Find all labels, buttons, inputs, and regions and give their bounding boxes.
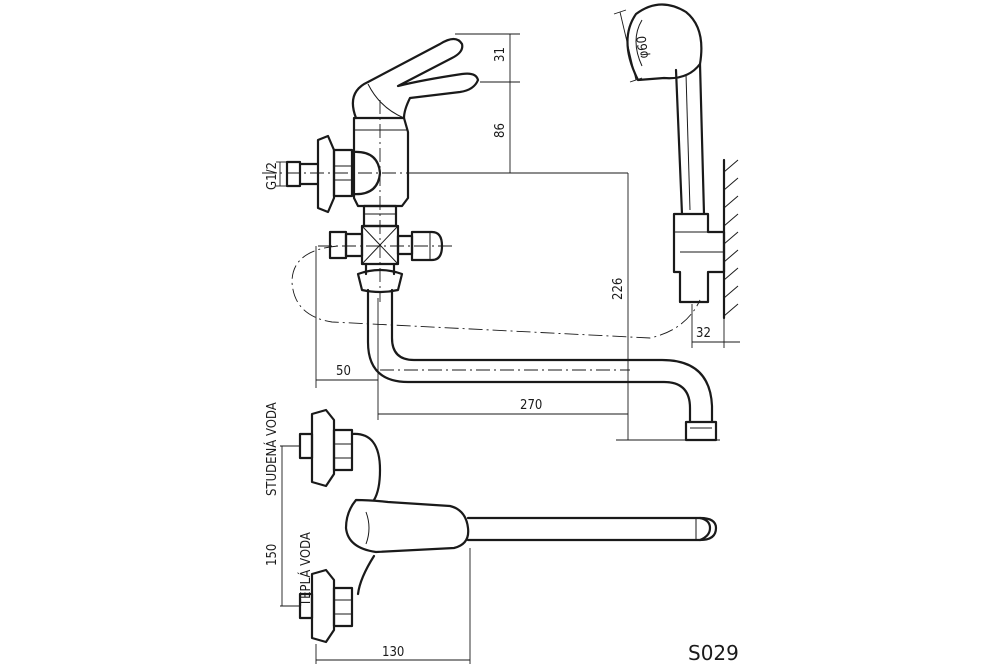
spout-pipe bbox=[366, 288, 692, 424]
dim-wall-offset: 32 bbox=[696, 326, 711, 341]
plan-body bbox=[350, 432, 382, 596]
plan-view: 150 130 STUDENÁ VODA TEPLÁ VODA bbox=[264, 402, 718, 664]
aerator bbox=[684, 420, 718, 442]
cold-inlet-flange bbox=[310, 408, 336, 488]
side-view: G1/2 31 86 226 50 270 bbox=[262, 33, 720, 442]
label-hot-water: TEPLÁ VODA bbox=[298, 532, 314, 607]
inlet-thread bbox=[285, 160, 302, 188]
mixer-lever bbox=[351, 37, 480, 120]
plan-lever bbox=[344, 498, 470, 554]
dim-thread: G1/2 bbox=[265, 162, 280, 190]
dim-lever-height: 31 bbox=[493, 47, 508, 62]
hot-inlet-flange bbox=[310, 568, 336, 644]
dim-inlet-spacing: 150 bbox=[265, 544, 280, 566]
dim-diverter-offset: 50 bbox=[336, 364, 351, 379]
plan-spout bbox=[466, 516, 718, 542]
mixer-body bbox=[352, 116, 410, 208]
dim-body-height: 86 bbox=[493, 123, 508, 138]
shower-head-view: φ60 32 bbox=[613, 3, 740, 348]
wall-hatching bbox=[723, 159, 739, 317]
model-code: S029 bbox=[688, 641, 739, 665]
wall-flange bbox=[316, 134, 336, 214]
dim-shower-diameter: φ60 bbox=[635, 35, 652, 59]
label-cold-water: STUDENÁ VODA bbox=[264, 402, 280, 496]
dim-plan-width: 130 bbox=[382, 645, 404, 660]
wall-holder bbox=[672, 212, 726, 304]
shower-handle bbox=[674, 62, 706, 216]
shower-head bbox=[626, 3, 703, 82]
swivel-nut bbox=[356, 268, 404, 294]
diverter-knob bbox=[396, 234, 414, 256]
dim-spout-drop: 226 bbox=[611, 278, 626, 300]
dim-spout-reach: 270 bbox=[520, 398, 542, 413]
inlet-nut bbox=[332, 148, 354, 198]
